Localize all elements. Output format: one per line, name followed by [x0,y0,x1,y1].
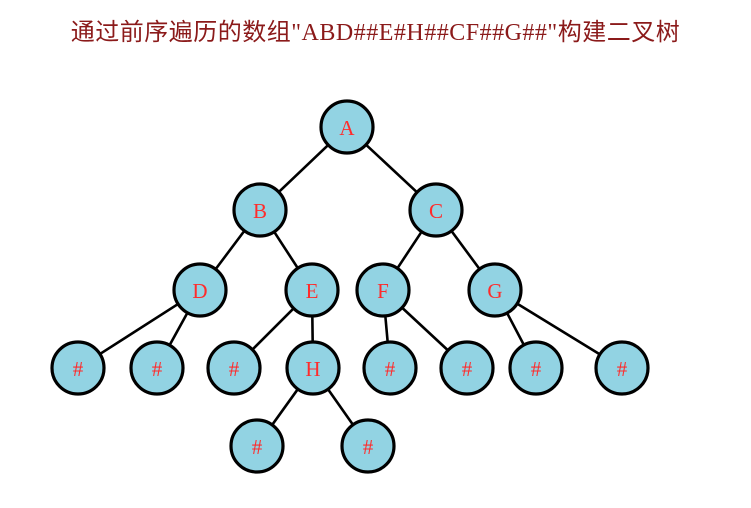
tree-node-circle[interactable] [232,182,288,238]
tree-node-label: H [305,357,320,381]
tree-edge [383,313,390,345]
tree-node[interactable]: C [408,182,464,238]
tree-edge [272,229,300,271]
tree-node[interactable]: D [172,262,228,318]
tree-node-circle[interactable] [340,418,396,474]
tree-node-circle[interactable] [467,262,523,318]
tree-edge [505,310,526,348]
tree-edge [276,142,331,195]
tree-node[interactable]: # [439,340,495,396]
tree-edge [363,142,420,195]
tree-node-circle[interactable] [129,340,185,396]
tree-edge [167,310,190,348]
page-title: 通过前序遍历的数组"ABD##E#H##CF##G##"构建二叉树 [70,20,681,46]
tree-node-label: # [462,357,473,381]
tree-edge [270,387,300,427]
tree-node[interactable]: B [232,182,288,238]
tree-edge [395,229,424,271]
tree-node-label: # [531,357,542,381]
tree-node-label: D [192,279,207,303]
tree-node-label: G [487,279,502,303]
tree-node[interactable]: E [284,262,340,318]
tree-node-circle[interactable] [206,340,262,396]
tree-node-circle[interactable] [285,340,341,396]
tree-node-label: # [385,357,396,381]
tree-node[interactable]: # [206,340,262,396]
tree-node[interactable]: # [340,418,396,474]
tree-node-label: # [229,357,240,381]
tree-node-label: C [429,199,443,223]
tree-node-label: F [377,279,389,303]
tree-node-circle[interactable] [594,340,650,396]
tree-node-label: A [339,116,355,140]
tree-node-circle[interactable] [50,340,106,396]
tree-node-circle[interactable] [439,340,495,396]
tree-edge [97,302,181,356]
tree-node[interactable]: # [50,340,106,396]
tree-node[interactable]: # [508,340,564,396]
tree-node-label: # [617,357,628,381]
tree-node-label: # [363,435,374,459]
tree-node-circle[interactable] [229,418,285,474]
tree-node-label: B [253,199,267,223]
tree-node-circle[interactable] [172,262,228,318]
tree-node[interactable]: # [129,340,185,396]
tree-node-label: # [73,357,84,381]
tree-edges [97,142,602,427]
tree-node[interactable]: F [355,262,411,318]
tree-node-label: # [152,357,163,381]
tree-node[interactable]: # [362,340,418,396]
tree-node-circle[interactable] [508,340,564,396]
tree-node-label: E [306,279,319,303]
tree-node[interactable]: A [319,99,375,155]
tree-node[interactable]: H [285,340,341,396]
tree-edge [400,305,450,353]
tree-edge [515,301,602,357]
tree-node-circle[interactable] [284,262,340,318]
tree-node-circle[interactable] [362,340,418,396]
tree-node-circle[interactable] [355,262,411,318]
tree-edge [250,306,296,352]
tree-edge [449,228,482,272]
tree-node[interactable]: G [467,262,523,318]
tree-node[interactable]: # [229,418,285,474]
tree-node-circle[interactable] [319,99,375,155]
tree-node-label: # [252,435,263,459]
tree-nodes: A B C D E F G # # # H # # # # # # [50,99,650,474]
tree-node-circle[interactable] [408,182,464,238]
tree-node[interactable]: # [594,340,650,396]
tree-edge [326,387,355,427]
tree-edge [213,228,247,272]
